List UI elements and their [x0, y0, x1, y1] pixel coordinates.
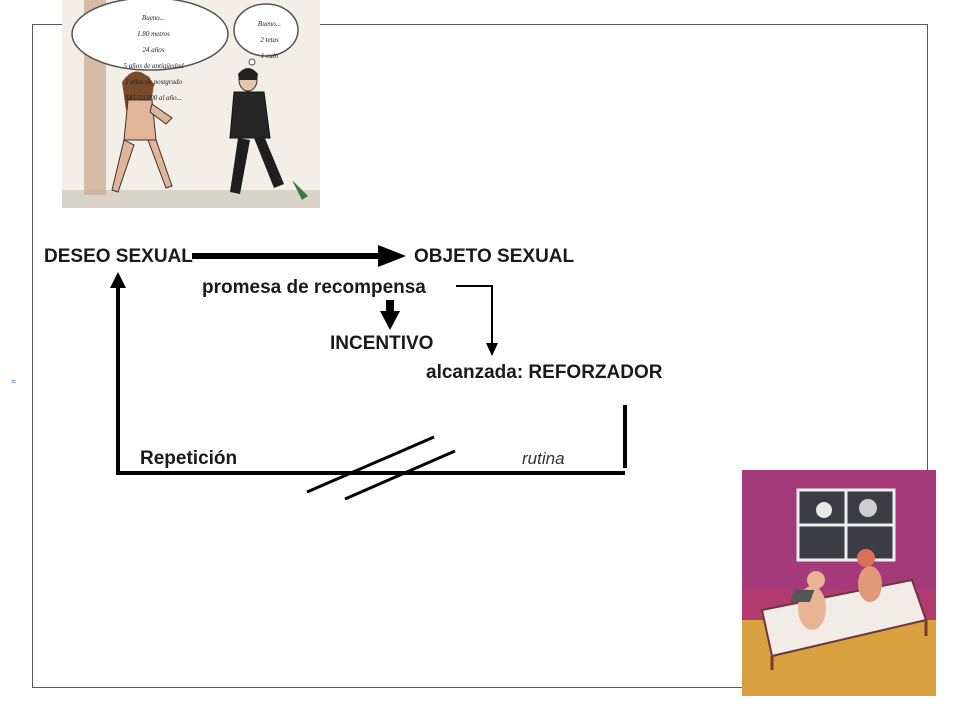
bedroom-painting-image — [742, 470, 936, 696]
node-repeticion: Repetición — [140, 448, 238, 469]
arrow-promesa-to-reforzador — [456, 285, 498, 356]
node-rutina: rutina — [522, 449, 565, 468]
arrow-deseo-to-objeto — [192, 245, 406, 267]
feedback-loop — [110, 272, 627, 475]
painting-drawing — [742, 470, 936, 696]
right-thought-text: Bueno... 2 tetas 1 culo — [257, 20, 282, 60]
slide-frame — [32, 24, 928, 688]
node-incentivo: INCENTIVO — [330, 333, 434, 354]
node-alcanzada-reforzador: alcanzada: REFORZADOR — [426, 362, 663, 383]
node-deseo-sexual: DESEO SEXUAL — [44, 246, 193, 267]
left-thought-text: Bueno... 1.80 metros 24 años 5 años de a… — [123, 14, 184, 102]
node-objeto-sexual: OBJETO SEXUAL — [414, 246, 575, 267]
arrow-promesa-to-incentivo — [380, 300, 400, 330]
node-promesa-de-recompensa: promesa de recompensa — [202, 277, 426, 298]
cartoon-drawing — [62, 0, 320, 208]
cartoon-couple-image: Bueno... 1.80 metros 24 años 5 años de a… — [62, 0, 320, 208]
break-marks — [306, 435, 456, 501]
side-mark: = — [11, 377, 16, 386]
